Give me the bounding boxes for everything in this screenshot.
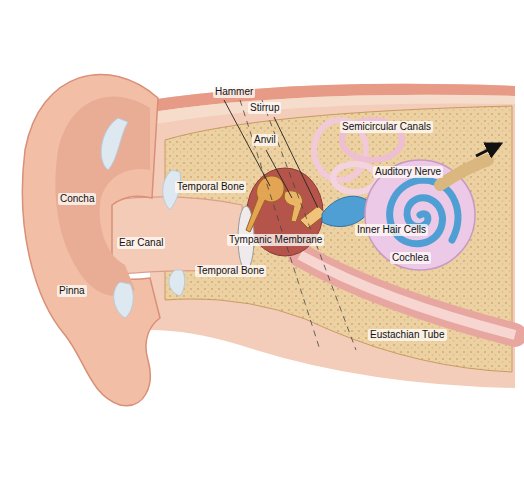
part-label: Tympanic Membrane: [227, 234, 324, 246]
leader-line: [266, 150, 292, 198]
cartilage: [114, 282, 134, 318]
part-label: Pinna: [57, 285, 87, 297]
auditory-nerve: [440, 160, 488, 185]
part-label: Anvil: [252, 134, 278, 146]
anvil-bone: [284, 191, 302, 222]
part-label: Inner Hair Cells: [355, 224, 428, 236]
concha: [55, 96, 150, 296]
part-label: Cochlea: [390, 252, 431, 264]
part-label: Temporal Bone: [195, 265, 266, 277]
part-label: Stirrup: [248, 102, 281, 114]
part-label: Auditory Nerve: [373, 166, 443, 178]
cartilage: [169, 270, 185, 296]
semicircular-canal: [333, 164, 377, 192]
ear-canal: [110, 197, 246, 275]
leader-line: [274, 117, 318, 208]
cartilage: [101, 118, 128, 170]
part-label: Ear Canal: [117, 237, 165, 249]
part-label: Eustachian Tube: [368, 329, 447, 341]
part-label: Concha: [58, 193, 96, 205]
signal-arrow: [476, 144, 500, 156]
part-label: Hammer: [213, 86, 255, 98]
hammer-bone: [246, 176, 284, 232]
section-line: [240, 100, 320, 350]
part-label: Semicircular Canals: [340, 121, 433, 133]
part-label: Temporal Bone: [175, 181, 246, 193]
